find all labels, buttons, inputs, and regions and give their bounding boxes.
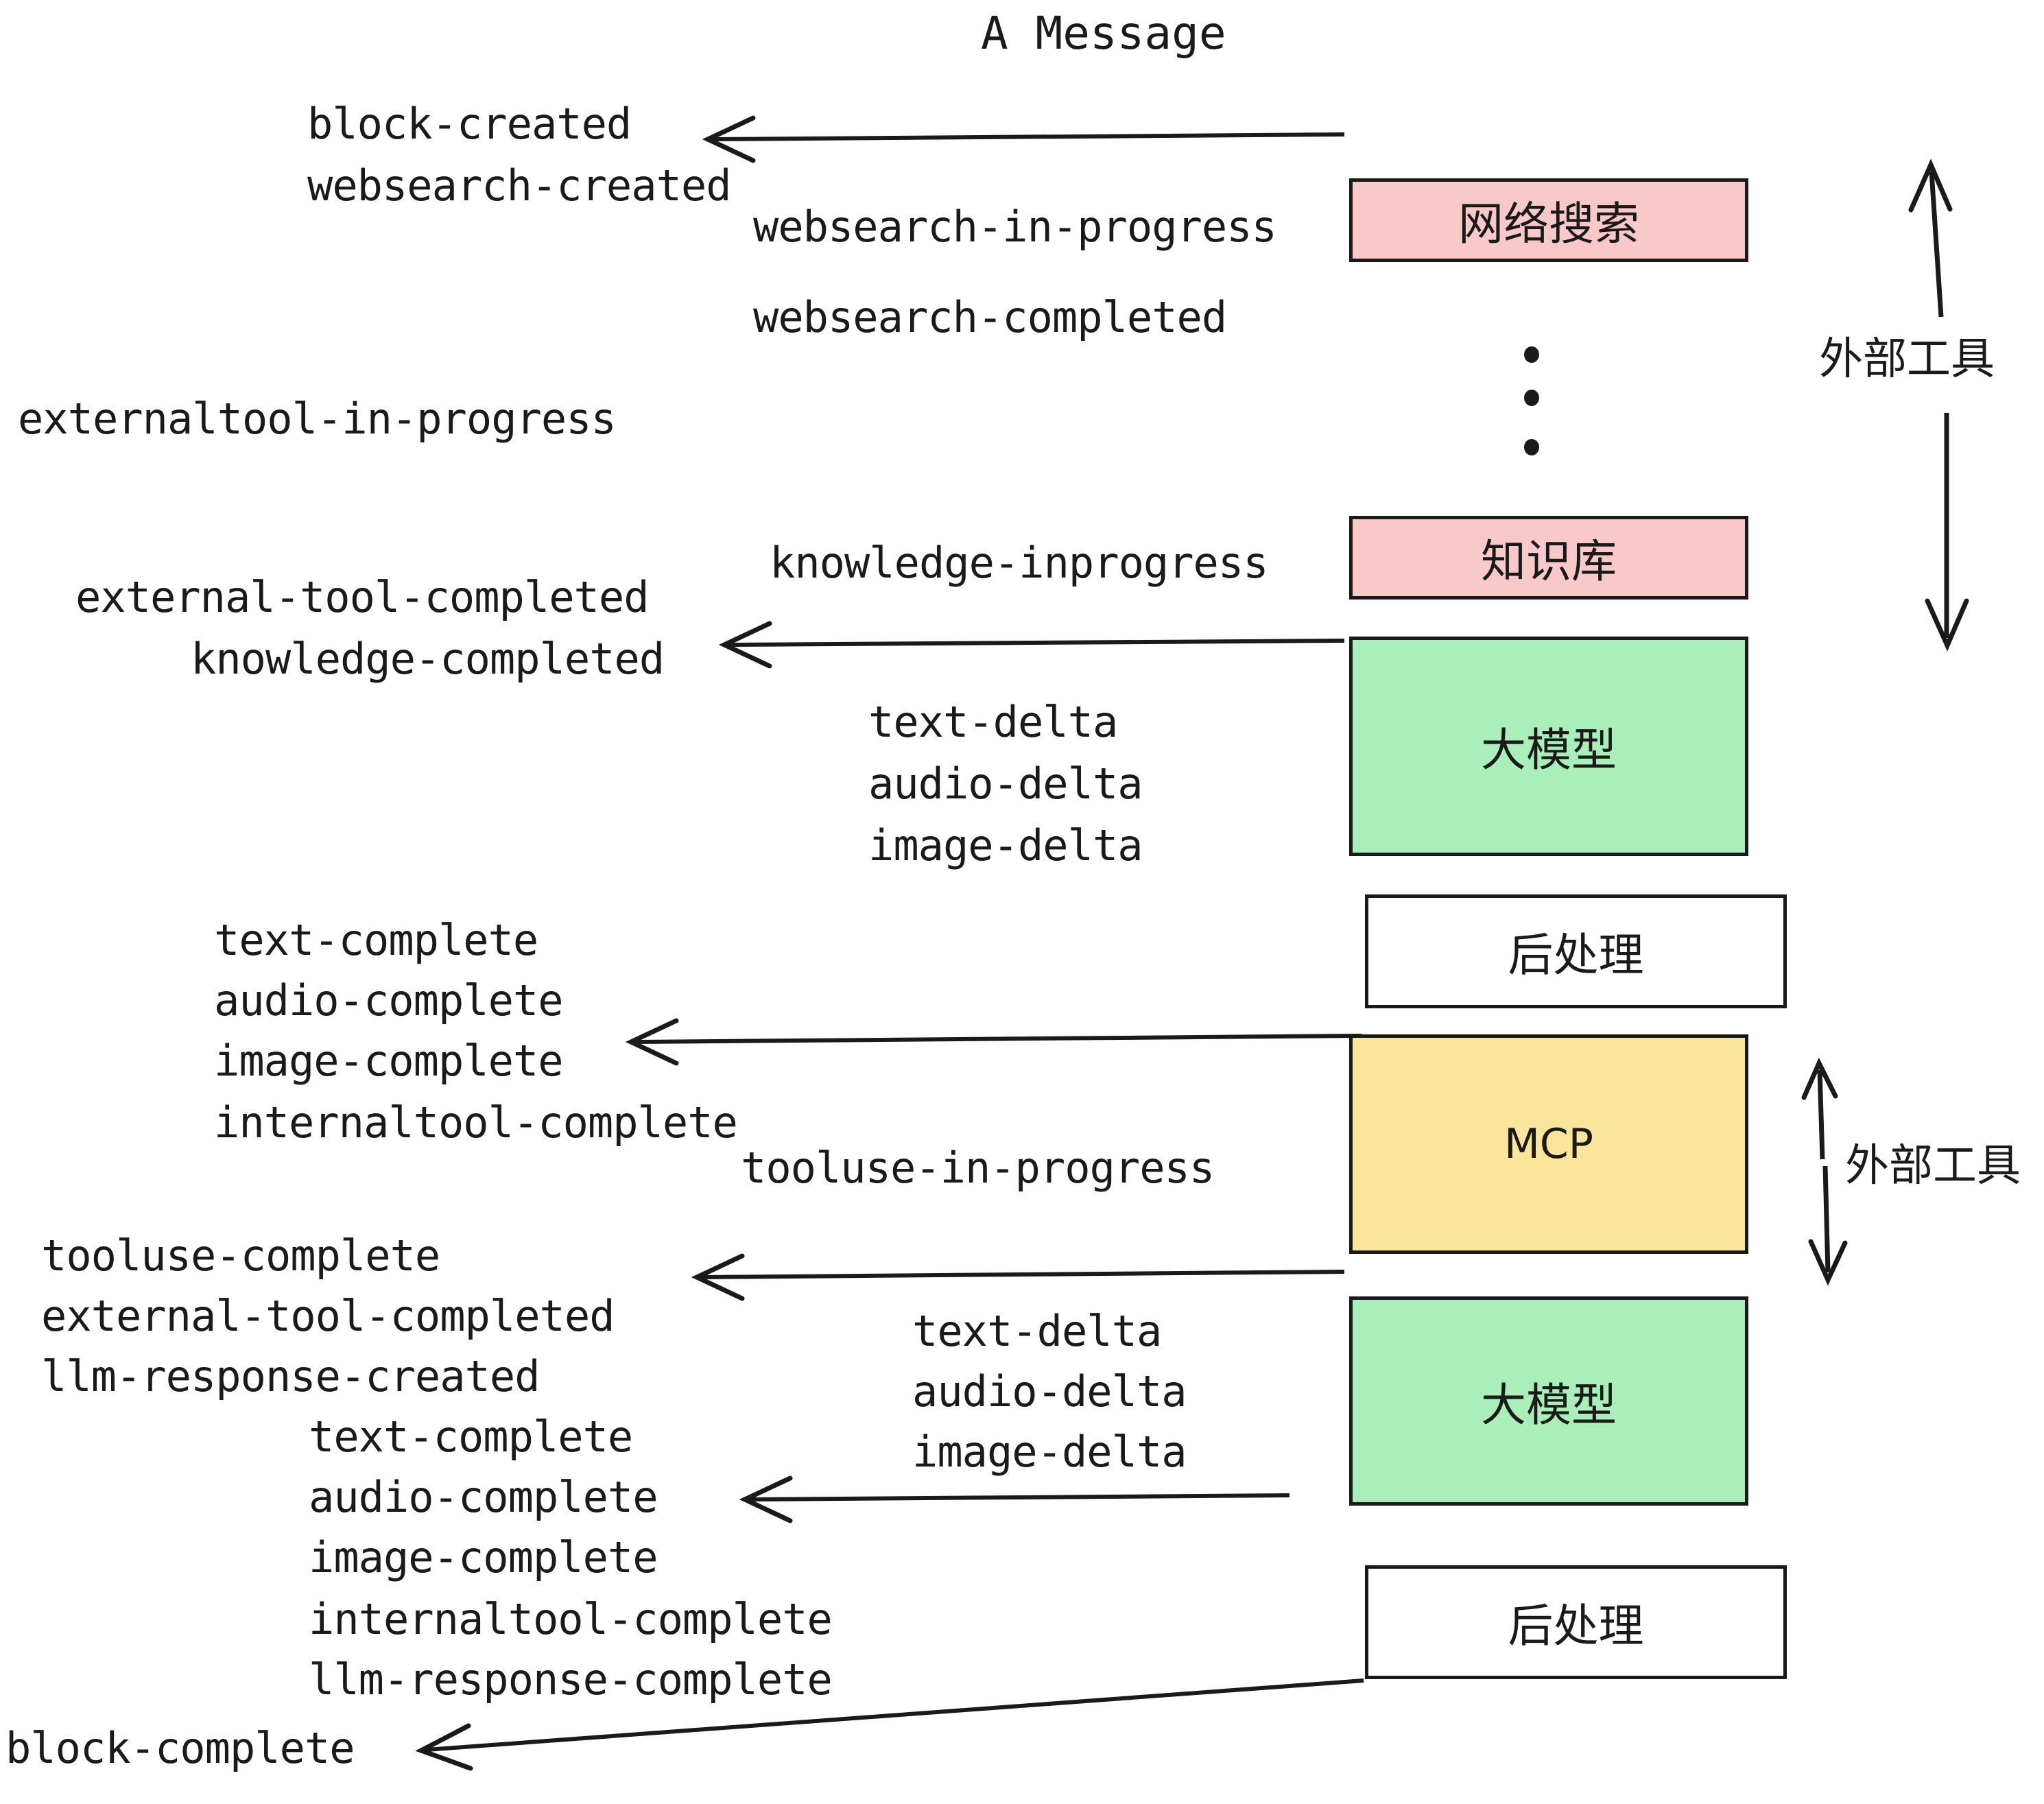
- event-text-complete-2: text-complete: [309, 1412, 633, 1462]
- node-postprocess-2[interactable]: 后处理: [1365, 1565, 1787, 1679]
- event-internaltool-complete-1: internaltool-complete: [214, 1097, 738, 1148]
- arrow-websearch-to-created: [702, 115, 1345, 163]
- node-postprocess-2-label: 后处理: [1508, 1600, 1644, 1652]
- ellipsis-dot-icon: [1524, 439, 1539, 455]
- node-mcp-label: MCP: [1504, 1120, 1593, 1168]
- event-websearch-in-progress: websearch-in-progress: [753, 202, 1277, 252]
- label-external-tools-bottom: 外部工具: [1845, 1141, 2021, 1191]
- arrow-knowledge-to-completed: [718, 621, 1345, 669]
- event-text-delta-1: text-delta: [868, 697, 1118, 747]
- event-block-created: block-created: [307, 99, 632, 149]
- node-websearch-label: 网络搜索: [1458, 198, 1639, 250]
- event-llm-response-complete: llm-response-complete: [309, 1654, 833, 1705]
- arrow-llm2-to-audio-complete: [739, 1475, 1290, 1523]
- event-externaltool-in-progress: externaltool-in-progress: [18, 394, 617, 444]
- event-knowledge-inprogress: knowledge-inprogress: [770, 538, 1269, 588]
- event-llm-response-created: llm-response-created: [41, 1351, 540, 1401]
- event-internaltool-complete-2: internaltool-complete: [309, 1594, 833, 1644]
- node-websearch[interactable]: 网络搜索: [1349, 178, 1748, 262]
- ellipsis-dot-icon: [1524, 390, 1539, 406]
- arrow-mcp-to-tooluse-complete: [691, 1253, 1345, 1301]
- event-block-complete: block-complete: [5, 1723, 355, 1773]
- external-tools-top-double-arrow: [1908, 158, 1969, 652]
- event-audio-delta-1: audio-delta: [868, 759, 1143, 809]
- event-knowledge-completed: knowledge-completed: [191, 634, 665, 684]
- event-tooluse-complete: tooluse-complete: [41, 1231, 440, 1281]
- node-llm-1[interactable]: 大模型: [1349, 637, 1748, 856]
- node-knowledge[interactable]: 知识库: [1349, 516, 1748, 600]
- ellipsis-dot-icon: [1524, 346, 1539, 363]
- node-llm-1-label: 大模型: [1481, 724, 1617, 776]
- event-image-delta-1: image-delta: [868, 820, 1143, 870]
- event-audio-complete-1: audio-complete: [214, 975, 564, 1025]
- external-tools-bottom-double-arrow: [1801, 1057, 1848, 1286]
- event-external-tool-completed-2: external-tool-completed: [41, 1291, 615, 1341]
- node-knowledge-label: 知识库: [1481, 535, 1617, 588]
- arrow-postprocess1-to-image-complete: [625, 1018, 1362, 1066]
- event-image-delta-2: image-delta: [912, 1427, 1187, 1477]
- event-text-delta-2: text-delta: [912, 1306, 1162, 1356]
- node-postprocess-1[interactable]: 后处理: [1365, 894, 1787, 1008]
- event-image-complete-1: image-complete: [214, 1036, 564, 1086]
- event-tooluse-in-progress: tooluse-in-progress: [741, 1143, 1215, 1193]
- node-postprocess-1-label: 后处理: [1508, 929, 1644, 982]
- event-text-complete-1: text-complete: [214, 915, 538, 965]
- event-websearch-completed: websearch-completed: [753, 292, 1227, 342]
- node-llm-2-label: 大模型: [1481, 1378, 1617, 1432]
- diagram-title: A Message: [981, 7, 1226, 60]
- event-audio-complete-2: audio-complete: [309, 1472, 658, 1522]
- event-external-tool-completed-1: external-tool-completed: [75, 572, 650, 622]
- event-websearch-created: websearch-created: [307, 161, 732, 211]
- node-mcp[interactable]: MCP: [1349, 1034, 1748, 1254]
- event-image-complete-2: image-complete: [309, 1532, 658, 1582]
- label-external-tools-top: 外部工具: [1819, 334, 1995, 385]
- event-audio-delta-2: audio-delta: [912, 1366, 1187, 1416]
- node-llm-2[interactable]: 大模型: [1349, 1296, 1748, 1506]
